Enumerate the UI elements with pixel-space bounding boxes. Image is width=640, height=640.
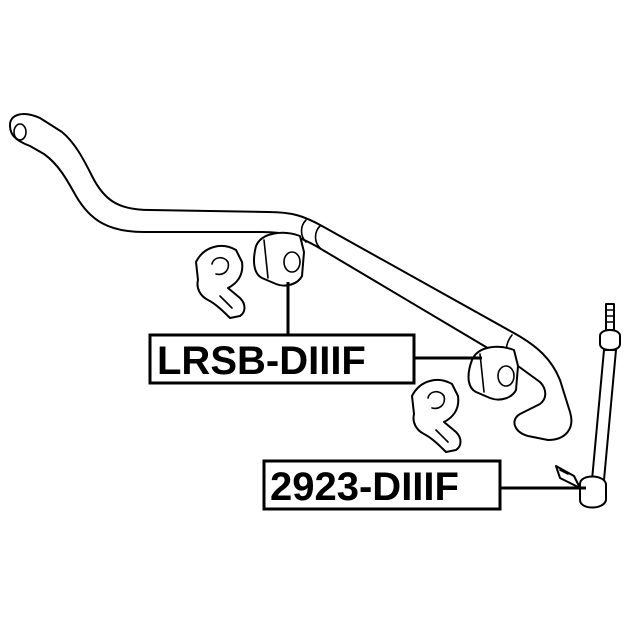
- bushing-part-number: LRSB-DIIIF: [157, 339, 366, 383]
- link-part-label: 2923-DIIIF: [262, 459, 502, 511]
- upper-bushing-bracket: [195, 245, 246, 319]
- bushing-part-label: LRSB-DIIIF: [148, 333, 416, 385]
- upper-rubber-bushing: [253, 231, 305, 287]
- link-part-number: 2923-DIIIF: [270, 465, 459, 509]
- lower-rubber-bushing: [467, 345, 519, 401]
- lower-bushing-bracket: [411, 379, 462, 453]
